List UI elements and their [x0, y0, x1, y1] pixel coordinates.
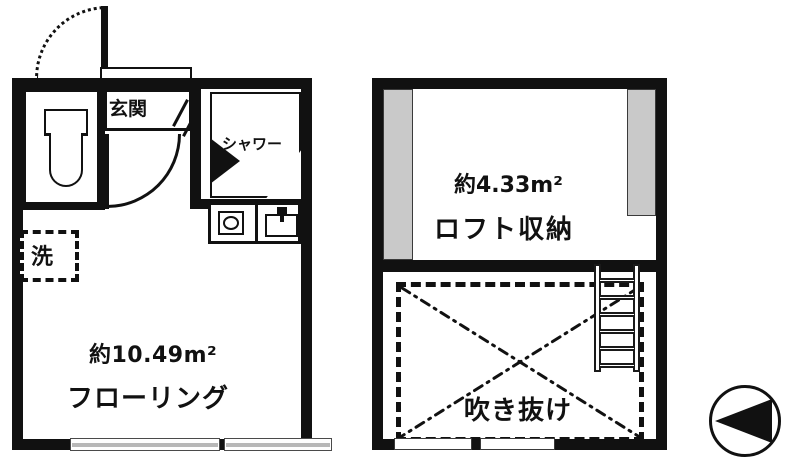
stove-burner-ring: [223, 216, 239, 230]
toilet-neck-right: [83, 133, 88, 136]
entrance-door-leaf: [101, 6, 108, 78]
washer-space: [20, 230, 79, 282]
ladder-rung: [600, 295, 634, 300]
ladder-rung: [600, 363, 634, 368]
loft-window-left: [394, 438, 472, 450]
ladder-rung: [600, 312, 634, 317]
sink-cell: [258, 205, 298, 241]
entrance-door-swing-arc: [35, 6, 107, 78]
entrance-label: 玄関: [109, 98, 148, 120]
toilet-neck-left: [44, 133, 49, 136]
balcony-window-right: [224, 438, 332, 451]
toilet-tank: [44, 109, 88, 135]
toilet-fixture-icon: [44, 109, 88, 187]
loft-window-right: [480, 438, 555, 450]
toilet-bowl: [49, 133, 83, 187]
loft-floor-plan: 約4.33m² ロフト収納 吹き抜け: [372, 78, 667, 450]
shower-door-marker: [210, 138, 240, 184]
first-floor-area-label: 約10.49m²: [89, 343, 218, 368]
ladder-rail-left: [594, 264, 601, 372]
interior-door-leaf: [104, 134, 109, 209]
first-floor-room-label: フローリング: [67, 384, 230, 414]
stove-burner-icon: [218, 211, 244, 235]
toilet-room: [23, 89, 102, 209]
sink-tap-icon: [277, 207, 287, 216]
loft-area-label: 約4.33m²: [454, 173, 563, 198]
direction-compass: [709, 385, 781, 457]
partition-hall-right: [190, 89, 201, 199]
compass-needle-icon: [715, 399, 772, 443]
ladder-icon: [594, 264, 640, 372]
first-floor-plan: 玄関 シャワー 洗 約10.: [12, 6, 332, 451]
ladder-rung: [600, 278, 634, 283]
entrance-threshold: [100, 67, 192, 80]
partition-toilet-bottom: [23, 202, 105, 210]
washer-label: 洗: [31, 245, 54, 270]
void-label: 吹き抜け: [464, 396, 573, 426]
loft-room-label: ロフト収納: [434, 215, 575, 245]
kitchen-counter: [208, 202, 301, 244]
shower-label: シャワー: [222, 135, 283, 153]
partition-hall-left: [97, 89, 105, 209]
eave-left: [383, 89, 413, 260]
ladder-rail-right: [633, 264, 640, 372]
sink-basin-icon: [265, 214, 298, 237]
balcony-window-left: [70, 438, 220, 451]
sink-tap-stem: [280, 213, 284, 222]
ladder-rung: [600, 346, 634, 351]
ladder-rung: [600, 329, 634, 334]
eave-right: [627, 89, 656, 216]
stove-cell: [211, 205, 258, 241]
loft-divider-wall: [372, 260, 667, 272]
